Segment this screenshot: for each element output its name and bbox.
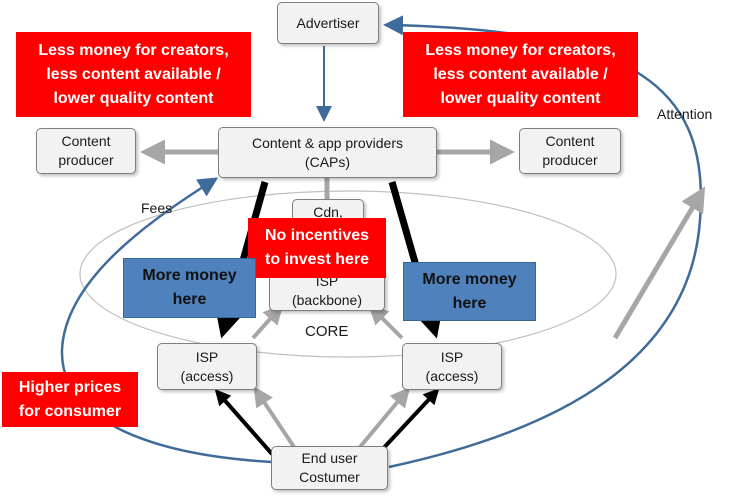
isp-left-to-backbone-arrow (251, 304, 284, 340)
more-money-right-callout: More money here (403, 262, 536, 321)
advertiser-node: Advertiser (277, 2, 379, 44)
isp-right-to-backbone-arrow (368, 304, 404, 340)
core-label: CORE (305, 323, 349, 340)
end-user-node: End user Costumer (271, 446, 388, 490)
more-money-left-callout: More money here (123, 258, 256, 318)
less-money-left-callout: Less money for creators, less content av… (16, 32, 251, 117)
attention-gray-arrow (612, 186, 706, 340)
higher-prices-callout: Higher prices for consumer (2, 372, 138, 427)
core-ellipse (79, 190, 617, 358)
fees-label: Fees (141, 200, 173, 216)
content-producer-right-node: Content producer (519, 128, 621, 174)
enduser-to-isp-right-black-arrow (376, 388, 440, 456)
attention-label: Attention (657, 106, 713, 122)
enduser-to-isp-right-gray-arrow (358, 386, 411, 449)
no-incentives-callout: No incentives to invest here (248, 218, 386, 278)
caps-node: Content & app providers (CAPs) (218, 127, 437, 178)
enduser-to-isp-left-black-arrow (214, 388, 274, 456)
less-money-right-callout: Less money for creators, less content av… (403, 32, 638, 117)
isp-access-right-node: ISP (access) (402, 343, 502, 390)
enduser-to-isp-left-gray-arrow (253, 386, 296, 449)
content-producer-left-node: Content producer (36, 128, 136, 174)
isp-access-left-node: ISP (access) (157, 343, 257, 390)
fees-curve-arrow (60, 177, 273, 464)
